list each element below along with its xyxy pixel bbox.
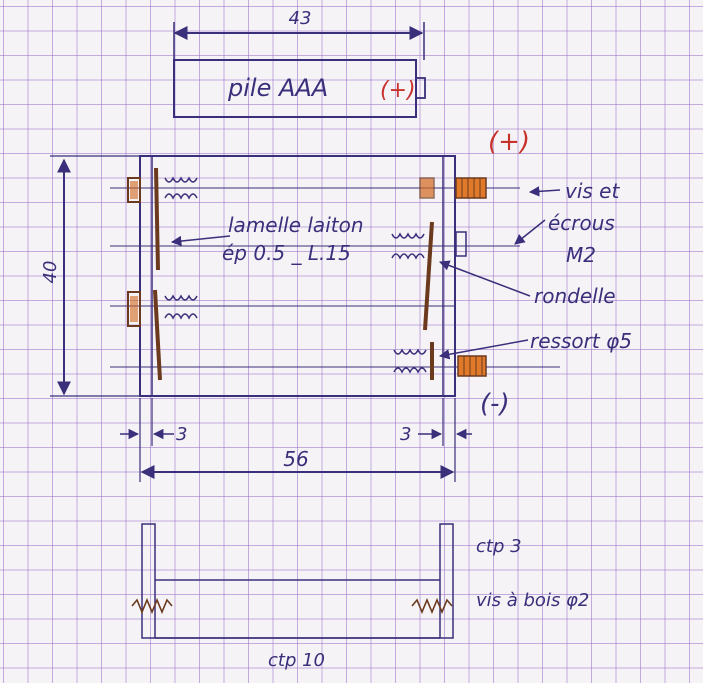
holder-top-view xyxy=(110,155,560,397)
battery-length-label: 43 xyxy=(289,8,312,29)
lamella-callout: lamelle laiton ép 0.5 _ L.15 xyxy=(170,213,364,265)
lamella-label-line1: lamelle laiton xyxy=(228,213,364,237)
height-label: 40 xyxy=(40,261,61,284)
aaa-battery: pile AAA (+) xyxy=(173,59,426,118)
base-thickness-label: ctp 10 xyxy=(268,650,325,671)
screws-label-line1: vis et xyxy=(565,179,620,203)
washer-callout: rondelle xyxy=(439,260,616,308)
wall-dimensions: 3 3 xyxy=(120,398,472,482)
wall-left-label: 3 xyxy=(176,424,187,445)
washer-label: rondelle xyxy=(534,284,616,308)
battery-label: pile AAA xyxy=(227,74,328,102)
spring-callout: ressort φ5 xyxy=(438,329,632,360)
total-width-label: 56 xyxy=(283,447,308,471)
screws-label-line3: M2 xyxy=(566,243,596,267)
wood-screw-label: vis à bois φ2 xyxy=(476,590,589,611)
screws-callout: vis et écrous M2 xyxy=(514,179,620,267)
wall-right-label: 3 xyxy=(400,424,411,445)
lamella-label-line2: ép 0.5 _ L.15 xyxy=(222,241,351,265)
holder-side-section: ctp 3 vis à bois φ2 ctp 10 xyxy=(131,523,589,671)
spring-label: ressort φ5 xyxy=(530,329,632,353)
height-dimension-40: 40 xyxy=(40,155,140,397)
battery-polarity: (+) xyxy=(380,78,416,103)
side-thickness-label: ctp 3 xyxy=(476,536,522,557)
negative-label: (-) xyxy=(480,389,510,419)
width-dimension-56: 56 xyxy=(140,447,455,479)
screws-label-line2: écrous xyxy=(548,211,615,235)
positive-label: (+) xyxy=(488,127,530,157)
battery-dimension-43: 43 xyxy=(173,8,425,60)
